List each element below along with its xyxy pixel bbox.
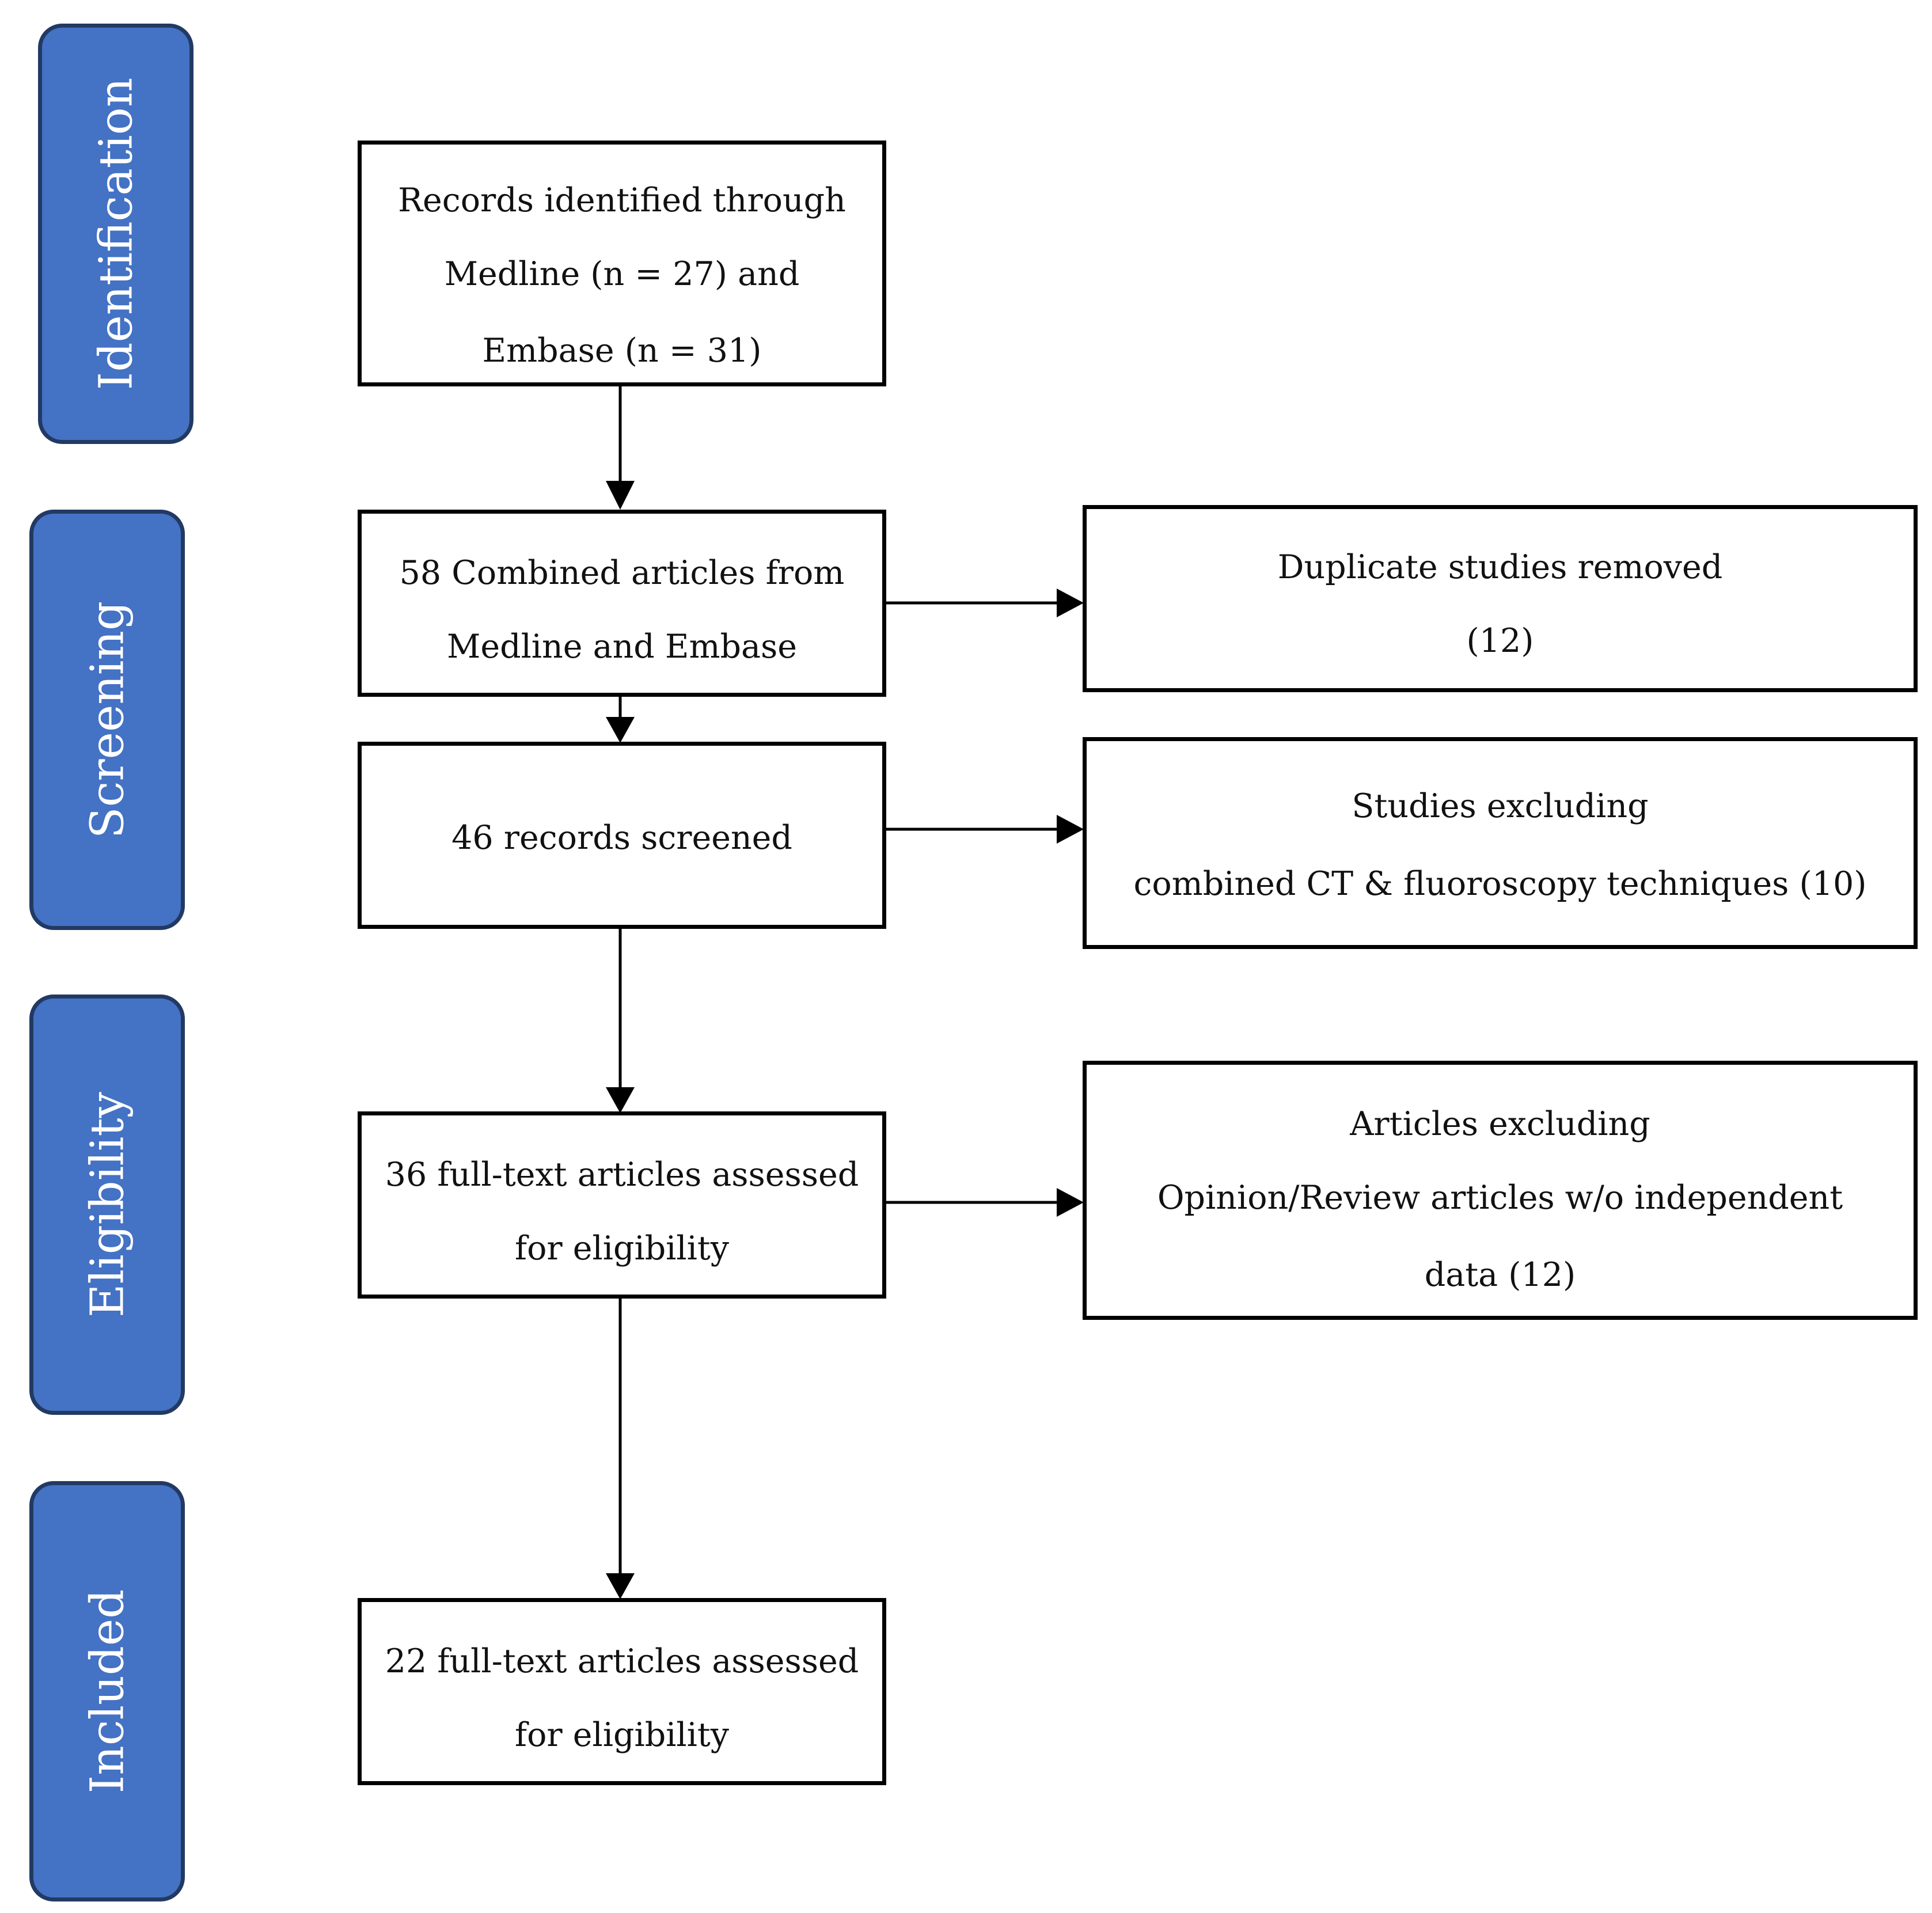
arrowhead-down-2	[606, 717, 635, 743]
stage-label-eligibility: Eligibility	[80, 1092, 134, 1318]
stage-identification: Identification	[38, 24, 193, 444]
records-screened-line-1: 46 records screened	[451, 819, 792, 857]
stage-eligibility: Eligibility	[29, 995, 185, 1415]
arrowhead-down-4	[606, 1573, 635, 1599]
full-text-assessed-box: 36 full-text articles assessed for eligi…	[358, 1111, 886, 1299]
arrowhead-down-1	[606, 481, 635, 510]
arrowhead-right-1	[1057, 589, 1084, 617]
full-text-assessed-line-1: 36 full-text articles assessed	[385, 1156, 859, 1194]
studies-excluding-box: Studies excluding combined CT & fluorosc…	[1083, 737, 1918, 949]
studies-excluding-line-2: combined CT & fluoroscopy techniques (10…	[1133, 865, 1867, 903]
stage-screening: Screening	[29, 510, 185, 930]
included-articles-line-2: for eligibility	[515, 1716, 729, 1754]
full-text-assessed-line-2: for eligibility	[515, 1229, 729, 1267]
records-identified-line-2: Medline (n = 27) and	[444, 255, 800, 293]
arrowhead-right-3	[1057, 1188, 1084, 1217]
records-identified-line-3: Embase (n = 31)	[482, 332, 762, 370]
included-articles-line-1: 22 full-text articles assessed	[385, 1642, 859, 1680]
records-screened-box: 46 records screened	[358, 742, 886, 929]
arrowhead-right-2	[1057, 815, 1084, 844]
studies-excluding-line-1: Studies excluding	[1352, 787, 1649, 825]
articles-excluding-box: Articles excluding Opinion/Review articl…	[1083, 1061, 1918, 1320]
combined-articles-line-2: Medline and Embase	[446, 628, 798, 666]
articles-excluding-line-1: Articles excluding	[1350, 1105, 1650, 1143]
duplicates-removed-line-1: Duplicate studies removed	[1277, 548, 1723, 586]
included-articles-box: 22 full-text articles assessed for eligi…	[358, 1598, 886, 1785]
articles-excluding-line-3: data (12)	[1424, 1256, 1576, 1294]
duplicates-removed-box: Duplicate studies removed (12)	[1083, 505, 1918, 692]
records-identified-box: Records identified through Medline (n = …	[358, 141, 886, 386]
stage-label-screening: Screening	[80, 601, 134, 839]
arrowhead-down-3	[606, 1087, 635, 1113]
duplicates-removed-line-2: (12)	[1466, 622, 1534, 660]
stage-label-identification: Identification	[89, 77, 143, 390]
articles-excluding-line-2: Opinion/Review articles w/o independent	[1157, 1179, 1843, 1217]
records-identified-line-1: Records identified through	[398, 181, 846, 219]
stage-included: Included	[29, 1481, 185, 1901]
combined-articles-box: 58 Combined articles from Medline and Em…	[358, 510, 886, 697]
combined-articles-line-1: 58 Combined articles from	[399, 554, 845, 592]
stage-label-included: Included	[80, 1589, 134, 1794]
